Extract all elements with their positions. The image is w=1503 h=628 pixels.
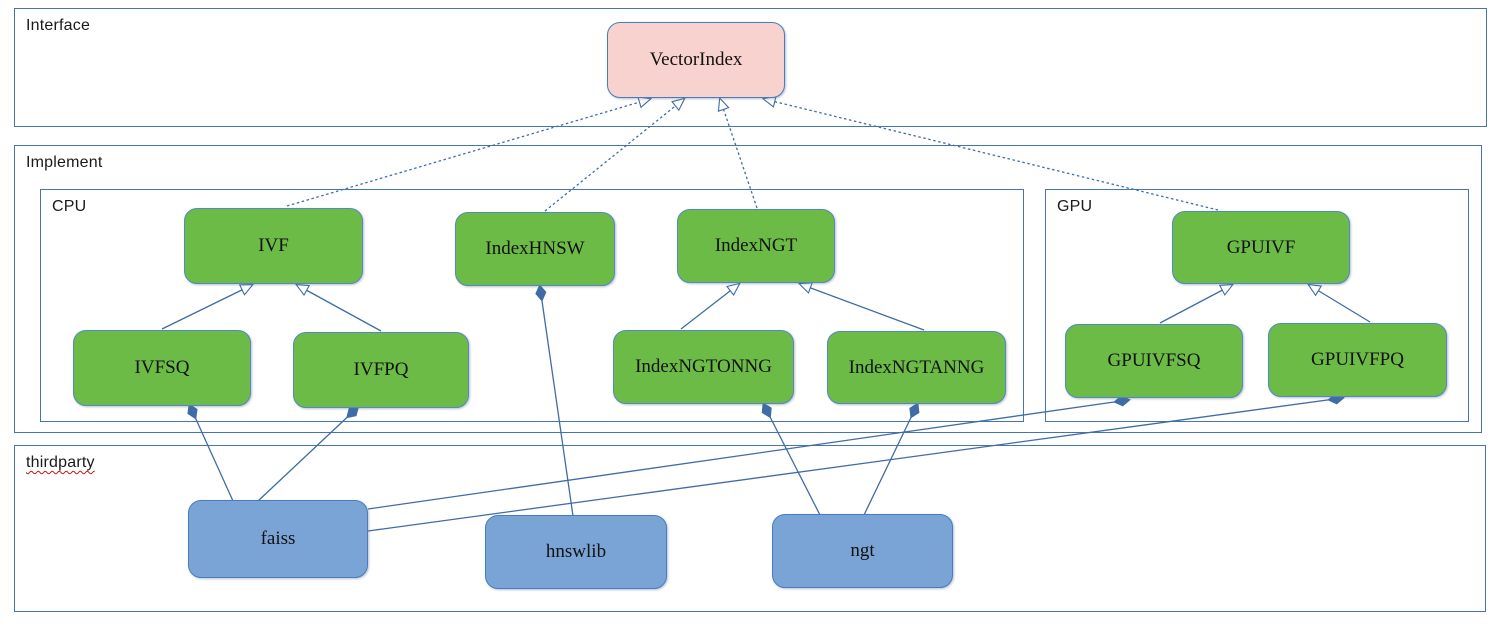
node-label-ngt: ngt bbox=[850, 540, 875, 561]
node-label-ivfpq: IVFPQ bbox=[353, 359, 409, 380]
node-label-ivfsq: IVFSQ bbox=[134, 357, 190, 378]
node-indexhnsw: IndexHNSW bbox=[455, 212, 615, 286]
node-ivfpq: IVFPQ bbox=[293, 332, 469, 408]
node-label-indexngtonng: IndexNGTONNG bbox=[635, 356, 772, 377]
node-label-hnswlib: hnswlib bbox=[545, 541, 607, 562]
node-gpuivfpq: GPUIVFPQ bbox=[1268, 323, 1447, 397]
section-thirdparty-label: thirdparty bbox=[26, 454, 95, 471]
section-cpu-label: CPU bbox=[52, 198, 87, 215]
node-label-ivf: IVF bbox=[258, 235, 289, 256]
node-label-gpuivfsq: GPUIVFSQ bbox=[1107, 350, 1201, 371]
node-vectorindex: VectorIndex bbox=[607, 22, 785, 98]
node-label-indexngt: IndexNGT bbox=[714, 235, 798, 256]
node-label-gpuivfpq: GPUIVFPQ bbox=[1311, 349, 1404, 370]
node-label-indexngtanng: IndexNGTANNG bbox=[848, 356, 985, 378]
node-faiss: faiss bbox=[188, 500, 368, 578]
node-label-faiss: faiss bbox=[260, 528, 296, 549]
node-gpuivfsq: GPUIVFSQ bbox=[1065, 324, 1243, 398]
node-ngt: ngt bbox=[772, 514, 953, 588]
section-interface-label: Interface bbox=[26, 17, 91, 34]
node-gpuivf: GPUIVF bbox=[1172, 211, 1350, 284]
section-gpu-label: GPU bbox=[1057, 198, 1093, 215]
node-indexngt: IndexNGT bbox=[677, 209, 835, 283]
section-implement-label: Implement bbox=[26, 154, 103, 171]
node-indexngtonng: IndexNGTONNG bbox=[613, 330, 794, 404]
node-label-vectorindex: VectorIndex bbox=[649, 49, 743, 70]
node-label-indexhnsw: IndexHNSW bbox=[485, 238, 585, 259]
node-ivf: IVF bbox=[184, 208, 363, 284]
node-hnswlib: hnswlib bbox=[485, 515, 667, 589]
node-label-gpuivf: GPUIVF bbox=[1226, 236, 1296, 258]
node-ivfsq: IVFSQ bbox=[73, 330, 251, 406]
node-indexngtanng: IndexNGTANNG bbox=[827, 331, 1006, 404]
